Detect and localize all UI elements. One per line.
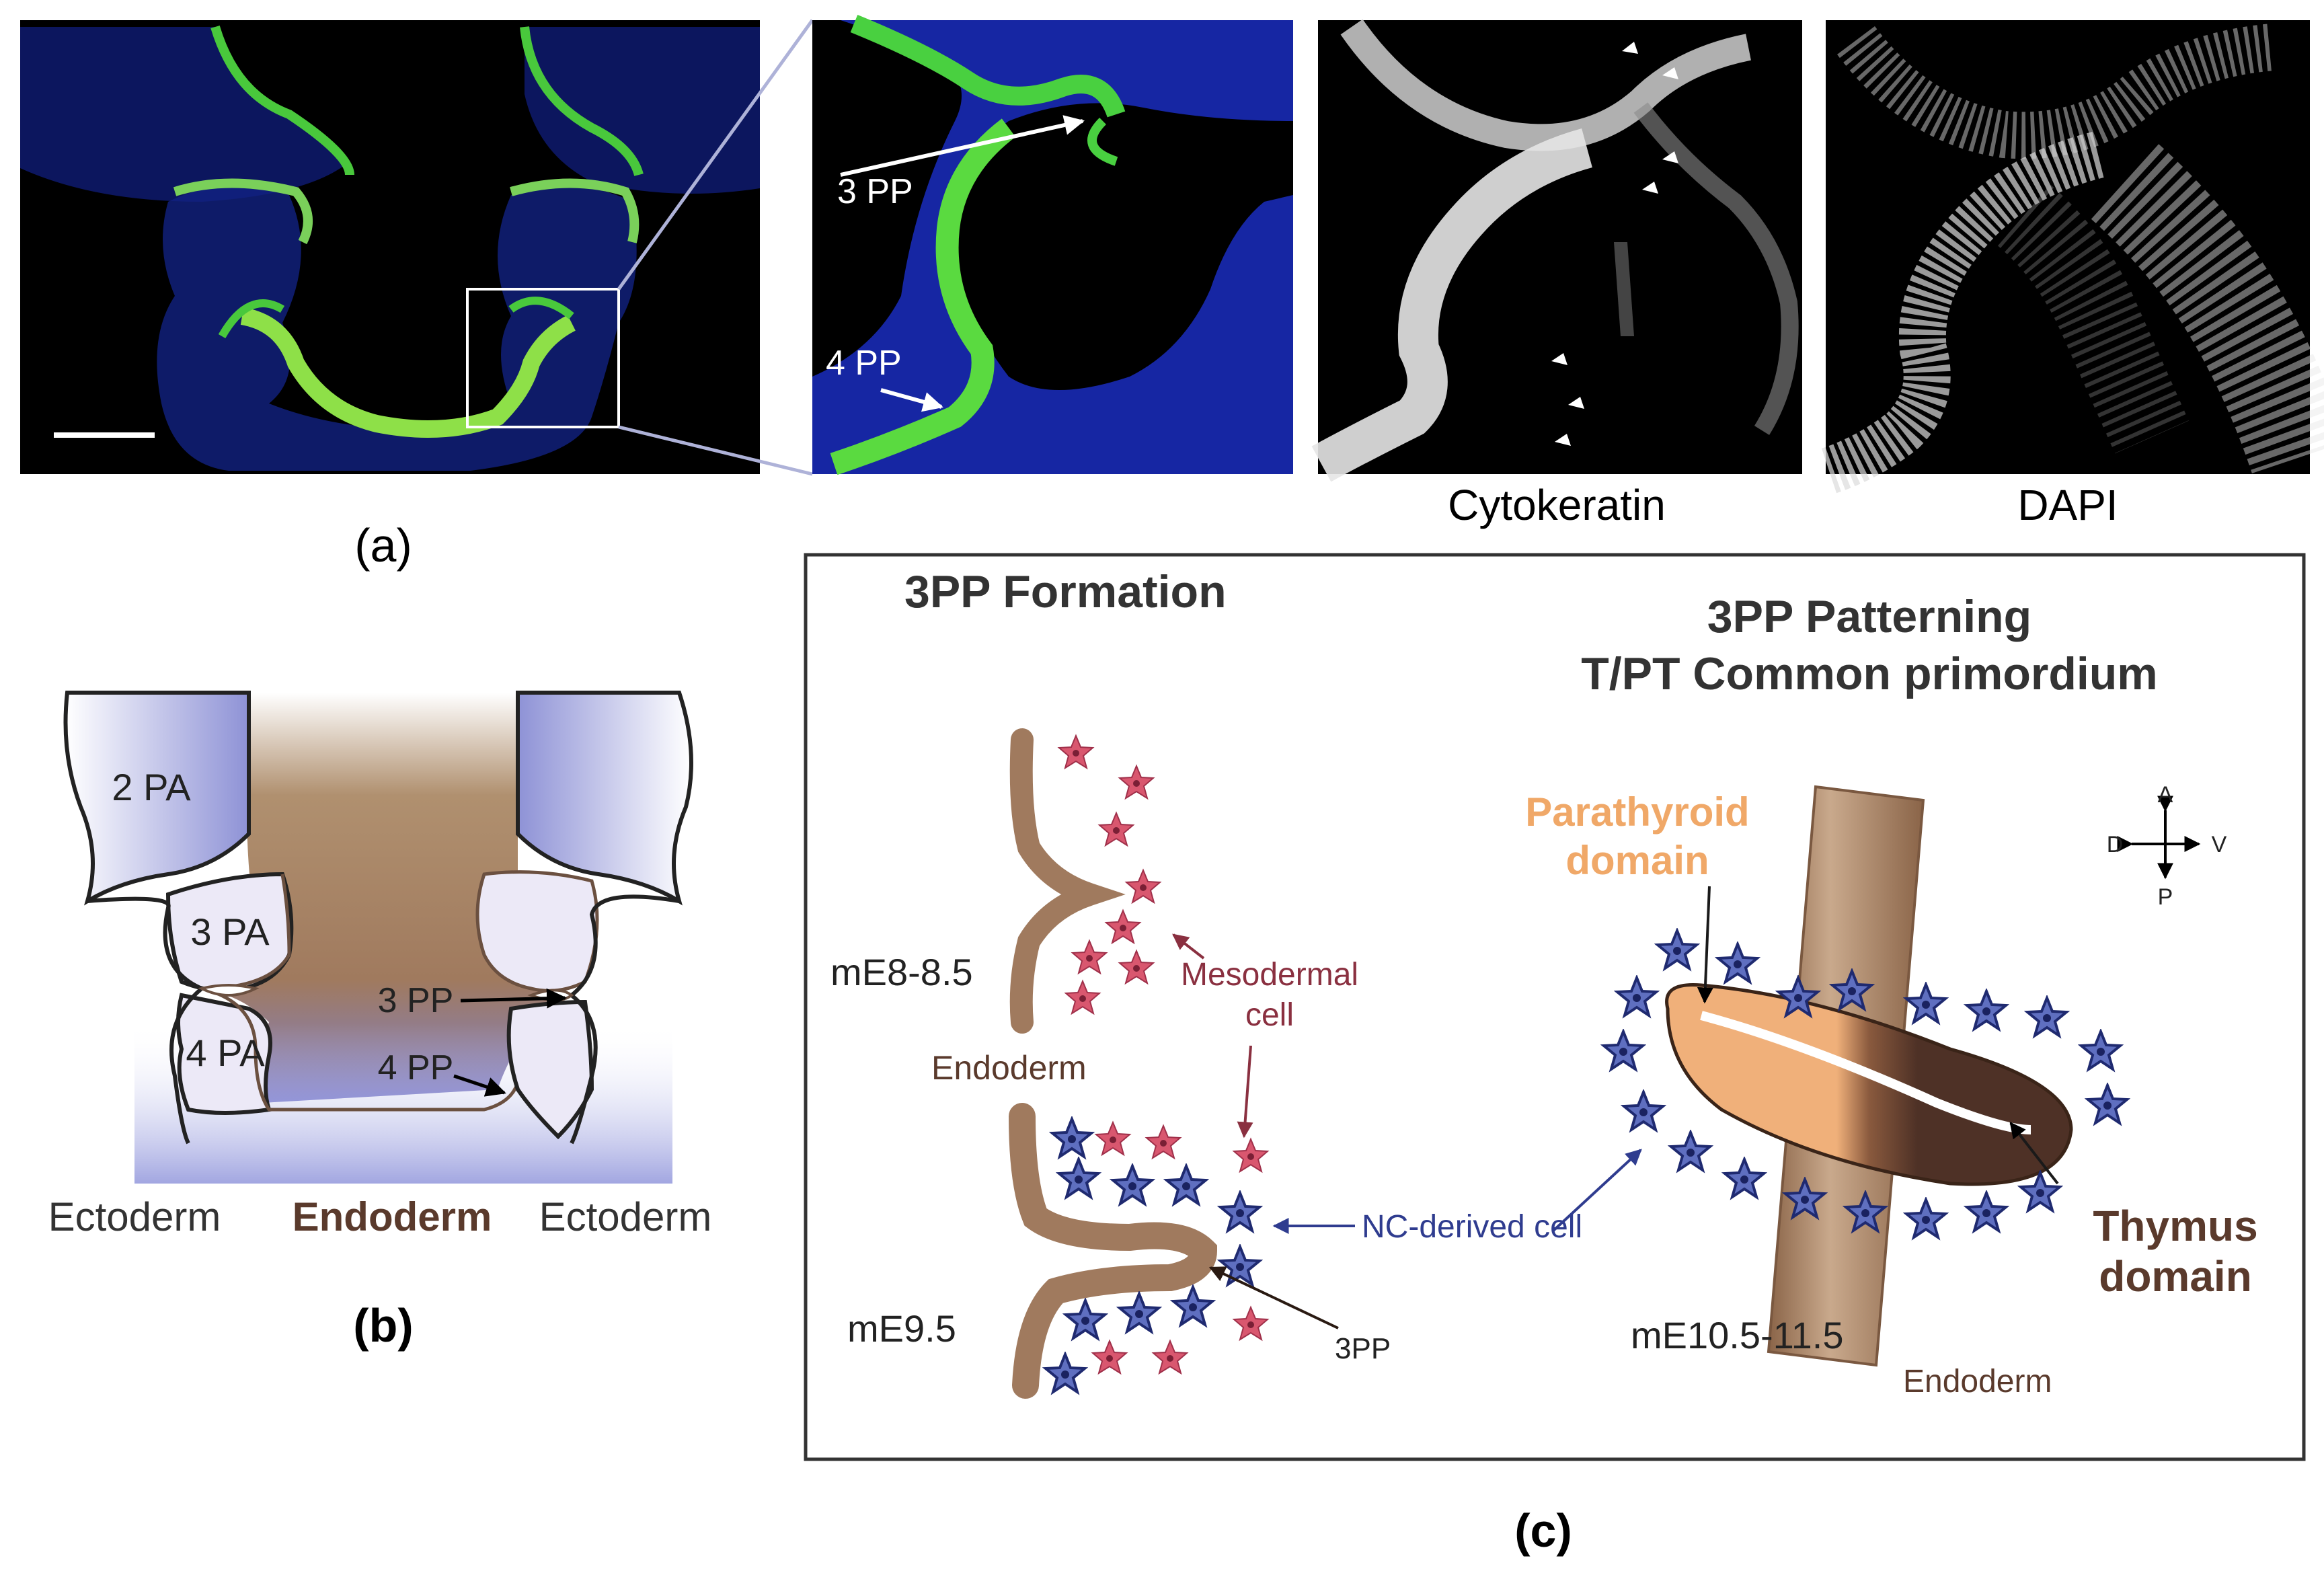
cytokeratin-micrograph (1311, 19, 1802, 482)
inset-micrograph: 3 PP 4 PP (812, 15, 1293, 475)
label-ectoderm-left: Ectoderm (48, 1194, 221, 1239)
endoderm-label-formation: Endoderm (931, 1049, 1087, 1087)
stage-label-2: mE9.5 (847, 1307, 956, 1350)
pouch-3pp-left (198, 984, 260, 997)
formation-title: 3PP Formation (904, 566, 1227, 617)
scale-bar (54, 432, 155, 438)
arrow-nc-patterning (1552, 1149, 1642, 1232)
axis-compass: A P D V (2107, 782, 2227, 910)
endoderm-stage2 (1009, 1103, 1218, 1399)
axis-p: P (2158, 884, 2173, 910)
axis-a: A (2158, 782, 2173, 808)
thymus-line2: domain (2099, 1252, 2252, 1301)
thymus-line1: Thymus (2093, 1202, 2257, 1250)
panel-c: 3PP Formation mE8-8.5 Endoderm Mesoderma… (804, 553, 2306, 1557)
label-4pa: 4 PA (186, 1032, 265, 1074)
caption-a: (a) (354, 519, 412, 572)
arch-3pa-right (475, 870, 599, 993)
zoom-line-top (617, 19, 814, 291)
endoderm-stage1 (1009, 728, 1126, 1034)
label-endoderm: Endoderm (293, 1194, 492, 1239)
arrow-meso-1 (1172, 933, 1205, 960)
parathyroid-line1: Parathyroid (1525, 789, 1749, 835)
label-cytokeratin: Cytokeratin (1448, 481, 1666, 529)
meso-label-line2: cell (1245, 997, 1294, 1033)
arrow-3pp-b (460, 988, 567, 1009)
panel-b: 2 PA 3 PA 4 PA 3 PP 4 PP Ectoderm Endode… (48, 691, 712, 1352)
arrow-parathyroid (1697, 886, 1713, 1004)
panel-a: 3 PP 4 PP Cytokeratin DAPI (20, 15, 2324, 572)
arrow-4pp (880, 388, 943, 412)
parathyroid-line2: domain (1565, 838, 1709, 883)
stage-label-1: mE8-8.5 (830, 951, 973, 993)
arrow-3pp (840, 115, 1085, 177)
patterning-title-2: T/PT Common primordium (1581, 648, 2158, 699)
caption-c: (c) (1514, 1504, 1572, 1557)
label-dapi: DAPI (2017, 481, 2118, 529)
arrow-3pp-c (1208, 1266, 1339, 1329)
label-3pp: 3 PP (378, 981, 454, 1020)
primordium-lumen (1700, 1011, 2031, 1134)
zoom-box (466, 288, 620, 428)
inset-label-4pp: 4 PP (826, 344, 902, 383)
label-3pa: 3 PA (190, 911, 270, 953)
label-ectoderm-right: Ectoderm (539, 1194, 712, 1239)
meso-label-line1: Mesodermal (1181, 957, 1358, 993)
stage-label-3: mE10.5-11.5 (1631, 1314, 1843, 1356)
caption-b: (b) (353, 1299, 413, 1352)
nc-cell-label: NC-derived cell (1362, 1209, 1582, 1245)
endoderm-label-patterning: Endoderm (1903, 1364, 2052, 1399)
zoom-line-bottom (618, 425, 813, 476)
label-4pp: 4 PP (378, 1048, 454, 1087)
pp3-label-formation: 3PP (1335, 1332, 1391, 1365)
axis-d: D (2107, 832, 2124, 857)
inset-label-3pp: 3 PP (837, 172, 913, 211)
label-2pa: 2 PA (112, 766, 191, 808)
arrow-thymus (2009, 1122, 2059, 1185)
arch-2pa-right (516, 691, 693, 906)
axis-v: V (2212, 832, 2227, 857)
arrow-meso-2 (1237, 1045, 1253, 1138)
arrow-4pp-b (453, 1074, 506, 1097)
overview-micrograph (20, 20, 760, 474)
dapi-micrograph (1821, 20, 2324, 494)
patterning-title-1: 3PP Patterning (1707, 591, 2031, 642)
